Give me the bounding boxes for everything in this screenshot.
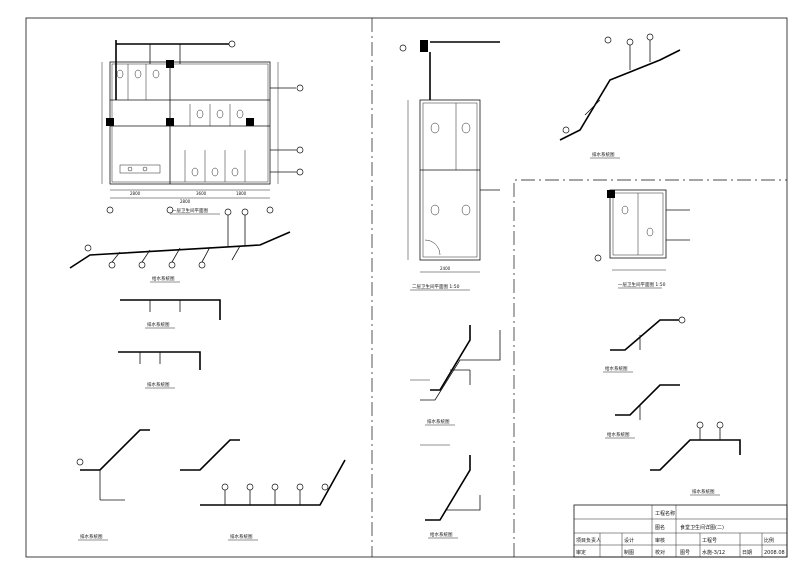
left-bottom-isometric: 排水系统图 排水系统图 [76, 429, 346, 541]
plan-1-caption: 一层卫生间平面图 [172, 207, 208, 214]
dim-label: 2400 [440, 266, 451, 271]
drawn-label: 制图 [624, 549, 634, 556]
right-caption-a: 排水系统图 [592, 151, 615, 158]
left-drain-lines: 排水系统图 排水系统图 [118, 299, 221, 389]
left-bottom-caption-a: 排水系统图 [80, 533, 103, 540]
sheet-border [25, 17, 788, 558]
sheet-no-label: 图号 [680, 550, 690, 556]
date-value: 2008.08 [764, 550, 785, 556]
plan-2: 2400 二层卫生间平面图 1:50 [399, 40, 500, 291]
design-label: 设计 [624, 537, 634, 544]
date-label: 日期 [742, 550, 752, 556]
dim-label: 2800 [180, 199, 191, 204]
project-no-label: 工程号 [702, 537, 717, 544]
right-caption-c: 给水系统图 [607, 431, 630, 438]
check-label: 审核 [655, 537, 665, 544]
review-label: 校对 [655, 549, 665, 556]
mid-isometrics: 排水系统图 给水系统图 [410, 325, 501, 539]
project-label: 工程名称 [655, 510, 675, 517]
manager-label: 项目负责人 [576, 537, 601, 544]
title-block: 工程名称 图名 食堂卫生间详图(二) 项目负责人 设计 审核 工程号 比例 审定… [573, 504, 788, 558]
plan-2-caption: 二层卫生间平面图 1:50 [412, 283, 460, 290]
left-drain-tag-caption: 排水系统图 [147, 381, 170, 388]
plan-1: 2800 3600 1800 2800 一层卫生间平面图 [101, 40, 304, 215]
drawing-name: 食堂卫生间详图(二) [680, 524, 724, 531]
right-top-isometric: 排水系统图 [559, 33, 681, 159]
left-drain-caption: 排水系统图 [147, 321, 170, 328]
detail-boundary [513, 179, 787, 557]
sheet-no: 水施-3/12 [702, 549, 725, 556]
plan-3: 一层卫生间平面图 1:50 [594, 189, 690, 289]
right-lower-isometrics: 给水系统图 给水系统图 排水系统图 [603, 316, 741, 496]
right-caption-d: 排水系统图 [692, 488, 715, 495]
dim-label: 3600 [196, 191, 207, 196]
mid-caption-b: 给水系统图 [430, 531, 453, 538]
dim-label: 1800 [236, 191, 247, 196]
approve-label: 审定 [576, 549, 586, 556]
left-supply-caption: 给水系统图 [152, 275, 175, 282]
left-bottom-caption-b: 排水系统图 [230, 533, 253, 540]
left-supply-isometric: 给水系统图 [69, 208, 291, 283]
dim-label: 2800 [130, 191, 141, 196]
right-caption-b: 给水系统图 [605, 365, 628, 372]
plan-3-caption: 一层卫生间平面图 1:50 [618, 281, 666, 288]
scale-label: 比例 [764, 537, 774, 544]
drawing-label: 图名 [655, 524, 665, 531]
mid-caption-a: 排水系统图 [427, 418, 450, 425]
